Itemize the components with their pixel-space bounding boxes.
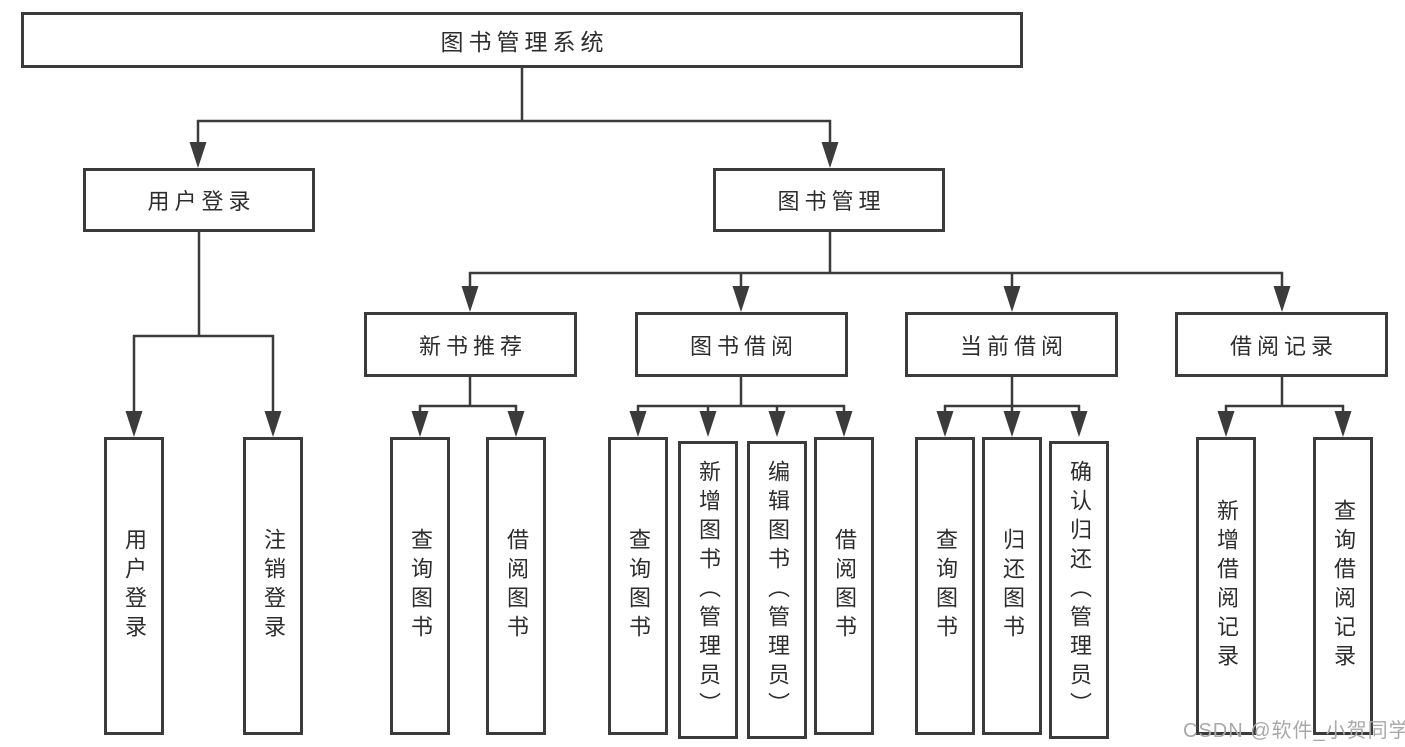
node-leaf-br-query-record: 查询借阅记录	[1313, 437, 1373, 735]
leaf-label: 新增借阅记录	[1214, 499, 1239, 673]
node-borrow-records-label: 借阅记录	[1229, 333, 1338, 359]
leaf-label: 查询借阅记录	[1331, 499, 1356, 673]
node-new-book-rec: 新书推荐	[364, 312, 577, 377]
leaf-label: 用户登录	[122, 528, 147, 644]
node-leaf-cb-query-books: 查询图书	[915, 437, 975, 735]
csdn-watermark: CSDN @软件_小贺同学	[1183, 720, 1405, 742]
node-leaf-bb-edit-books-admin: 编辑图书（管理员）	[747, 441, 807, 739]
leaf-label: 新增图书（管理员）	[696, 459, 721, 721]
node-book-mgmt: 图书管理	[713, 168, 945, 232]
node-root-label: 图书管理系统	[440, 29, 609, 55]
node-borrow-records: 借阅记录	[1175, 312, 1388, 377]
node-leaf-bb-borrow-books: 借阅图书	[814, 437, 874, 735]
leaf-label: 借阅图书	[504, 528, 529, 644]
node-new-book-rec-label: 新书推荐	[418, 333, 527, 359]
node-leaf-rec-borrow-books: 借阅图书	[486, 437, 546, 735]
node-leaf-cb-confirm-return-admin: 确认归还（管理员）	[1049, 441, 1109, 739]
node-leaf-bb-add-books-admin: 新增图书（管理员）	[678, 441, 738, 739]
connector-borrow-records	[1224, 377, 1345, 417]
leaf-label: 确认归还（管理员）	[1067, 459, 1092, 721]
leaf-label: 查询图书	[408, 528, 433, 644]
leaf-label: 查询图书	[626, 528, 651, 644]
connector-user-login	[132, 232, 275, 417]
node-book-mgmt-label: 图书管理	[777, 189, 886, 214]
node-leaf-logout: 注销登录	[243, 437, 303, 735]
leaf-label: 查询图书	[933, 528, 958, 644]
connector-book-mgmt	[468, 232, 1284, 292]
node-current-borrow-label: 当前借阅	[959, 333, 1068, 359]
node-root: 图书管理系统	[21, 12, 1023, 68]
connector-new-book-rec	[418, 377, 518, 417]
leaf-label: 注销登录	[261, 528, 286, 644]
arrowheads	[125, 142, 1352, 437]
leaf-label: 归还图书	[1000, 528, 1025, 644]
node-current-borrow: 当前借阅	[905, 312, 1118, 377]
connector-book-borrow	[636, 377, 846, 417]
node-leaf-br-add-record: 新增借阅记录	[1196, 437, 1256, 735]
node-leaf-bb-query-books: 查询图书	[608, 437, 668, 735]
connector-root	[196, 68, 832, 148]
node-book-borrow: 图书借阅	[635, 312, 848, 377]
node-user-login-label: 用户登录	[147, 189, 256, 214]
node-leaf-cb-return-books: 归还图书	[982, 437, 1042, 735]
node-leaf-user-login: 用户登录	[104, 437, 164, 735]
node-book-borrow-label: 图书借阅	[689, 333, 798, 359]
leaf-label: 编辑图书（管理员）	[765, 459, 790, 721]
leaf-label: 借阅图书	[832, 528, 857, 644]
node-user-login: 用户登录	[83, 168, 315, 232]
node-leaf-rec-query-books: 查询图书	[390, 437, 450, 735]
